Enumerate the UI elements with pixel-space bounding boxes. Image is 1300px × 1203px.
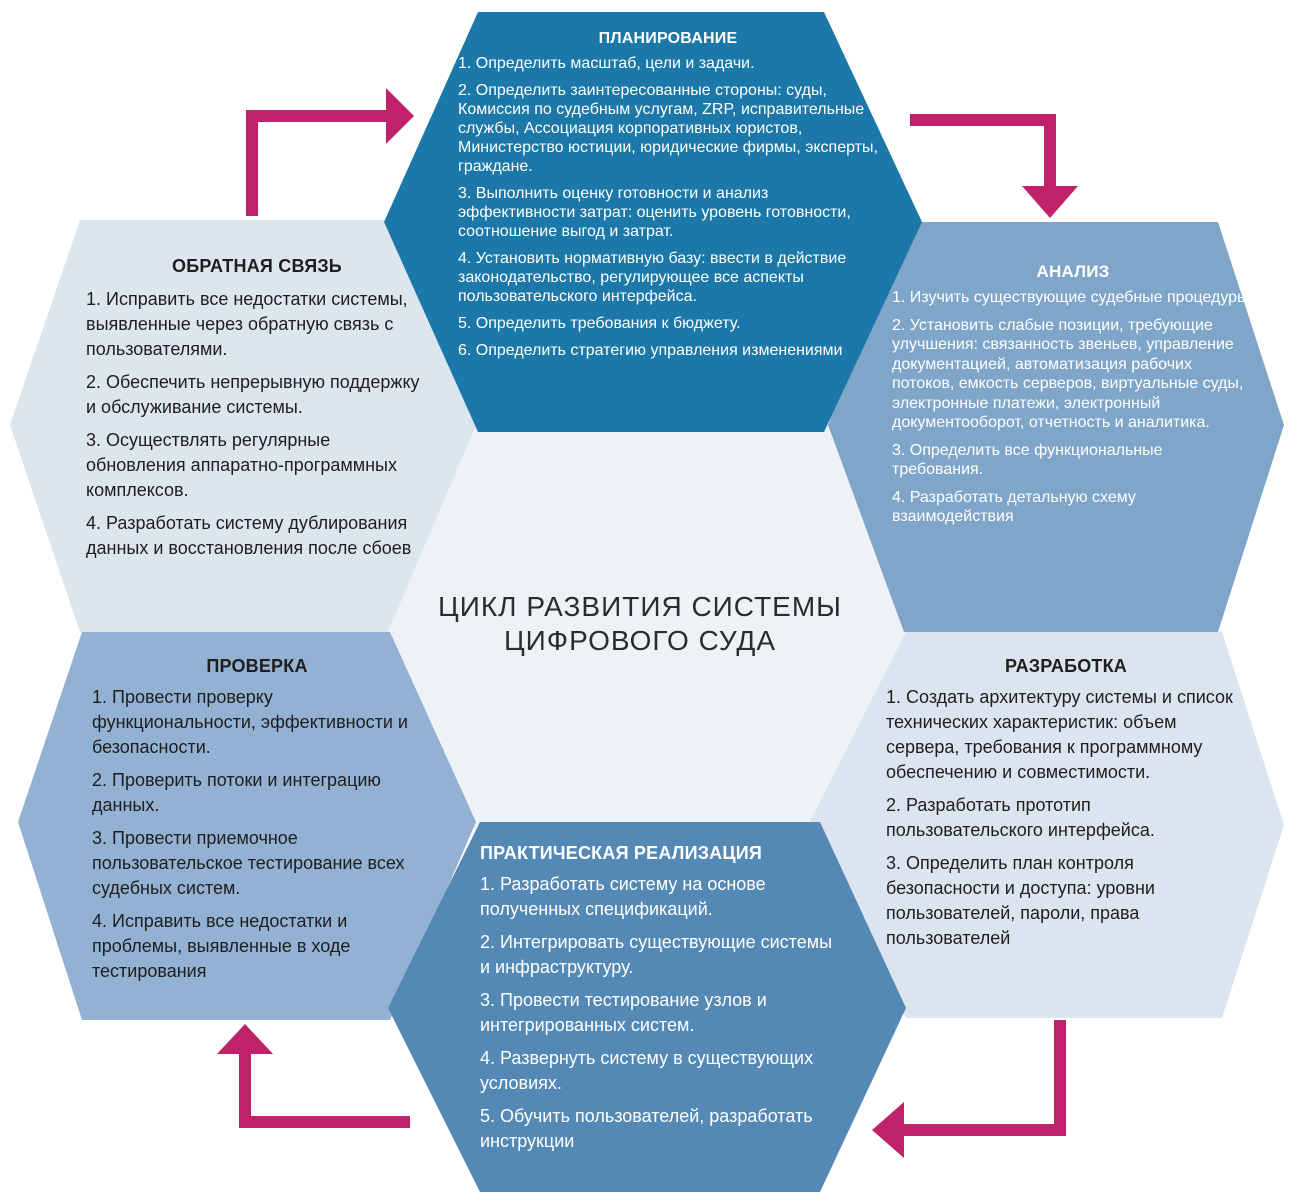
verification-item: 4. Исправить все недостатки и проблемы, …: [92, 911, 351, 981]
development-block: РАЗРАБОТКА 1. Создать архитектуру систем…: [886, 656, 1246, 959]
cycle-title-line: ЦИФРОВОГО СУДА: [503, 625, 777, 656]
cycle-title: ЦИКЛ РАЗВИТИЯ СИСТЕМЫ ЦИФРОВОГО СУДА: [420, 590, 860, 658]
feedback-list: 1. Исправить все недостатки системы, выя…: [86, 287, 428, 561]
arrow-up-icon: [239, 1050, 410, 1128]
implementation-item: 3. Провести тестирование узлов и интегри…: [480, 990, 767, 1035]
implementation-item: 4. Развернуть систему в существующих усл…: [480, 1048, 814, 1093]
planning-item: 5. Определить требования к бюджету.: [458, 315, 741, 332]
cycle-title-line: ЦИКЛ РАЗВИТИЯ СИСТЕМЫ: [438, 591, 842, 622]
development-item: 3. Определить план контроля безопасности…: [886, 853, 1155, 948]
arrow-down-head: [1022, 186, 1078, 218]
planning-item: 2. Определить заинтересованные стороны: …: [458, 82, 878, 175]
verification-item: 1. Провести проверку функциональности, э…: [92, 687, 408, 757]
arrow-up-head: [217, 1024, 273, 1054]
implementation-item: 1. Разработать систему на основе получен…: [480, 874, 766, 919]
planning-item: 3. Выполнить оценку готовности и анализ …: [458, 185, 851, 240]
planning-hexagon: [384, 12, 922, 432]
planning-list: 1. Определить масштаб, цели и задачи. 2.…: [458, 54, 878, 360]
verification-item: 2. Проверить потоки и интеграцию данных.: [92, 770, 381, 815]
development-item: 1. Создать архитектуру системы и список …: [886, 687, 1233, 782]
analysis-title: АНАЛИЗ: [1036, 262, 1110, 281]
implementation-hexagon: [388, 822, 906, 1192]
verification-list: 1. Провести проверку функциональности, э…: [92, 685, 422, 984]
feedback-item: 4. Разработать систему дублирования данн…: [86, 513, 412, 558]
verification-block: ПРОВЕРКА 1. Провести проверку функционал…: [92, 656, 422, 992]
verification-title: ПРОВЕРКА: [206, 656, 308, 676]
planning-item: 4. Установить нормативную базу: ввести в…: [458, 250, 847, 305]
planning-block: ПЛАНИРОВАНИЕ 1. Определить масштаб, цели…: [458, 30, 878, 368]
arrow-right-icon: [246, 110, 392, 216]
implementation-item: 5. Обучить пользователей, разработать ин…: [480, 1106, 813, 1151]
analysis-item: 3. Определить все функциональные требова…: [892, 441, 1163, 479]
feedback-item: 2. Обеспечить непрерывную поддержку и об…: [86, 372, 420, 417]
implementation-title: ПРАКТИЧЕСКАЯ РЕАЛИЗАЦИЯ: [480, 843, 763, 863]
analysis-block: АНАЛИЗ 1. Изучить существующие судебные …: [892, 262, 1254, 535]
verification-item: 3. Провести приемочное пользовательское …: [92, 828, 405, 898]
analysis-item: 1. Изучить существующие судебные процеду…: [892, 289, 1253, 306]
implementation-block: ПРАКТИЧЕСКАЯ РЕАЛИЗАЦИЯ 1. Разработать с…: [480, 843, 840, 1162]
arrow-right-head: [386, 88, 414, 144]
analysis-hexagon: [828, 222, 1284, 632]
development-title: РАЗРАБОТКА: [1004, 656, 1128, 676]
feedback-item: 3. Осуществлять регулярные обновления ап…: [86, 430, 397, 500]
arrow-left-head: [872, 1102, 904, 1158]
development-list: 1. Создать архитектуру системы и список …: [886, 685, 1246, 951]
implementation-item: 2. Интегрировать существующие системы и …: [480, 932, 833, 977]
feedback-hexagon: [10, 220, 476, 632]
analysis-item: 2. Установить слабые позиции, требующие …: [892, 316, 1244, 432]
center-hexagon-fill: [385, 425, 925, 840]
arrow-left-icon: [900, 1020, 1066, 1136]
planning-item: 6. Определить стратегию управления измен…: [458, 342, 843, 359]
feedback-title: ОБРАТНАЯ СВЯЗЬ: [172, 256, 342, 276]
planning-item: 1. Определить масштаб, цели и задачи.: [458, 55, 755, 72]
verification-hexagon: [18, 632, 476, 1020]
feedback-item: 1. Исправить все недостатки системы, выя…: [86, 289, 408, 359]
analysis-list: 1. Изучить существующие судебные процеду…: [892, 288, 1254, 527]
feedback-block: ОБРАТНАЯ СВЯЗЬ 1. Исправить все недостат…: [86, 256, 428, 569]
development-item: 2. Разработать прототип пользовательског…: [886, 795, 1155, 840]
development-hexagon: [808, 632, 1284, 1018]
planning-title: ПЛАНИРОВАНИЕ: [598, 30, 738, 47]
arrow-down-icon: [910, 114, 1056, 190]
analysis-item: 4. Разработать детальную схему взаимодей…: [892, 488, 1136, 526]
implementation-list: 1. Разработать систему на основе получен…: [480, 872, 840, 1154]
